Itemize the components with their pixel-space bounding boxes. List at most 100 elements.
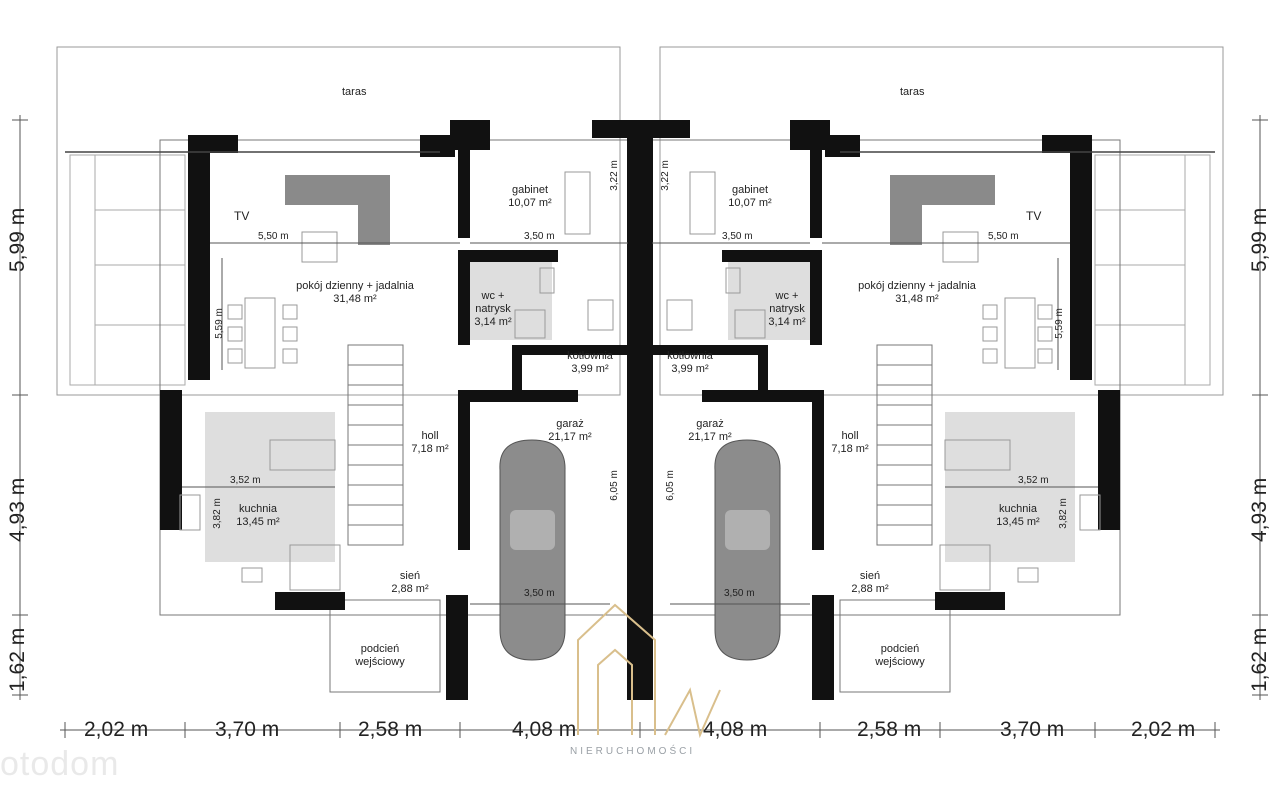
furniture — [179, 171, 1101, 591]
room-podcien: podcień wejściowy — [340, 643, 420, 669]
room-gabinet: gabinet 10,07 m² — [710, 184, 790, 210]
watermark-site: otodom — [0, 745, 120, 783]
room-gabinet-name: gabinet — [731, 184, 769, 196]
watermark-brand: NIERUCHOMOŚCI — [570, 746, 696, 757]
room-kotlownia-name: kotłownia — [667, 350, 713, 362]
room-holl-area: 7,18 m² — [831, 443, 869, 455]
room-wc-name-2: natrysk — [769, 303, 805, 315]
room-taras: taras — [342, 86, 367, 98]
room-kotlownia: kotłownia 3,99 m² — [660, 350, 720, 376]
dim-559: 5,59 m — [1053, 308, 1065, 339]
dim-bottom-5: 4,08 m — [703, 718, 768, 741]
room-wc-area: 3,14 m² — [768, 316, 806, 328]
dim-352: 3,52 m — [230, 475, 261, 486]
dim-559: 5,59 m — [213, 308, 225, 339]
room-sien-area: 2,88 m² — [851, 583, 889, 595]
room-gabinet-area: 10,07 m² — [728, 197, 772, 209]
room-wc: wc + natrysk 3,14 m² — [762, 290, 812, 329]
dim-bottom-6: 2,58 m — [857, 718, 922, 741]
room-podcien-name-2: wejściowy — [875, 656, 925, 668]
dim-bottom-1: 2,02 m — [84, 718, 149, 741]
room-gabinet: gabinet 10,07 m² — [490, 184, 570, 210]
room-living: pokój dzienny + jadalnia 31,48 m² — [290, 280, 420, 306]
room-kotlownia-area: 3,99 m² — [571, 363, 609, 375]
room-gabinet-area: 10,07 m² — [508, 197, 552, 209]
room-holl-area: 7,18 m² — [411, 443, 449, 455]
car-windows — [510, 510, 770, 550]
room-wc-name: wc + — [481, 290, 505, 302]
dim-right-1: 5,99 m — [1248, 207, 1271, 272]
room-garaz: garaż 21,17 m² — [540, 418, 600, 444]
room-wc-area: 3,14 m² — [474, 316, 512, 328]
room-living-name: pokój dzienny + jadalnia — [858, 280, 976, 292]
room-living-area: 31,48 m² — [895, 293, 939, 305]
dim-bottom-3: 2,58 m — [358, 718, 423, 741]
dim-350-b: 3,50 m — [724, 588, 755, 599]
dim-bottom-4: 4,08 m — [512, 718, 577, 741]
room-sien: sień 2,88 m² — [845, 570, 895, 596]
dim-left-1: 5,99 m — [6, 207, 29, 272]
room-holl-name: holl — [841, 430, 859, 442]
room-living-name: pokój dzienny + jadalnia — [296, 280, 414, 292]
room-podcien-name-2: wejściowy — [355, 656, 405, 668]
dim-bottom-7: 3,70 m — [1000, 718, 1065, 741]
room-kuchnia-name: kuchnia — [239, 503, 277, 515]
room-garaz: garaż 21,17 m² — [680, 418, 740, 444]
terrace-deck — [69, 154, 1211, 386]
room-sien: sień 2,88 m² — [385, 570, 435, 596]
dim-352: 3,52 m — [1018, 475, 1049, 486]
room-kuchnia-area: 13,45 m² — [236, 516, 280, 528]
terrace-outline — [56, 46, 1224, 396]
dim-550: 5,50 m — [258, 231, 289, 242]
brand-logo-icon — [577, 603, 721, 739]
dim-bottom-2: 3,70 m — [215, 718, 280, 741]
room-garaz-area: 21,17 m² — [548, 431, 592, 443]
room-holl: holl 7,18 m² — [405, 430, 455, 456]
tv-label: TV — [1026, 209, 1042, 223]
room-living: pokój dzienny + jadalnia 31,48 m² — [852, 280, 982, 306]
room-sien-area: 2,88 m² — [391, 583, 429, 595]
room-holl-name: holl — [421, 430, 439, 442]
room-podcien: podcień wejściowy — [860, 643, 940, 669]
room-kuchnia-name: kuchnia — [999, 503, 1037, 515]
dim-605: 6,05 m — [664, 470, 676, 501]
room-wc-name-2: natrysk — [475, 303, 511, 315]
room-podcien-name: podcień — [880, 643, 920, 655]
room-holl: holl 7,18 m² — [825, 430, 875, 456]
room-kuchnia: kuchnia 13,45 m² — [988, 503, 1048, 529]
dim-382: 3,82 m — [211, 498, 223, 529]
room-kuchnia: kuchnia 13,45 m² — [228, 503, 288, 529]
room-sien-name: sień — [859, 570, 881, 582]
room-gabinet-name: gabinet — [511, 184, 549, 196]
room-taras: taras — [900, 86, 925, 98]
dimension-lines — [12, 115, 1268, 738]
room-wc-name: wc + — [775, 290, 799, 302]
room-kotlownia-area: 3,99 m² — [671, 363, 709, 375]
walls — [160, 120, 1120, 700]
dim-382: 3,82 m — [1057, 498, 1069, 529]
dim-350-a: 3,50 m — [722, 231, 753, 242]
room-kotlownia: kotłownia 3,99 m² — [560, 350, 620, 376]
dim-350-a: 3,50 m — [524, 231, 555, 242]
dim-350-b: 3,50 m — [524, 588, 555, 599]
dim-550: 5,50 m — [988, 231, 1019, 242]
dim-right-3: 1,62 m — [1248, 627, 1271, 692]
dim-right-2: 4,93 m — [1248, 477, 1271, 542]
dim-322: 3,22 m — [659, 160, 671, 191]
dim-605: 6,05 m — [608, 470, 620, 501]
room-wc: wc + natrysk 3,14 m² — [468, 290, 518, 329]
dim-bottom-8: 2,02 m — [1131, 718, 1196, 741]
stairs — [347, 344, 933, 546]
room-garaz-name: garaż — [556, 418, 584, 430]
room-garaz-area: 21,17 m² — [688, 431, 732, 443]
dim-left-3: 1,62 m — [6, 627, 29, 692]
room-sien-name: sień — [399, 570, 421, 582]
room-living-area: 31,48 m² — [333, 293, 377, 305]
room-garaz-name: garaż — [696, 418, 724, 430]
room-kotlownia-name: kotłownia — [567, 350, 613, 362]
dim-322: 3,22 m — [608, 160, 620, 191]
dim-left-2: 4,93 m — [6, 477, 29, 542]
room-kuchnia-area: 13,45 m² — [996, 516, 1040, 528]
tv-label: TV — [234, 209, 250, 223]
